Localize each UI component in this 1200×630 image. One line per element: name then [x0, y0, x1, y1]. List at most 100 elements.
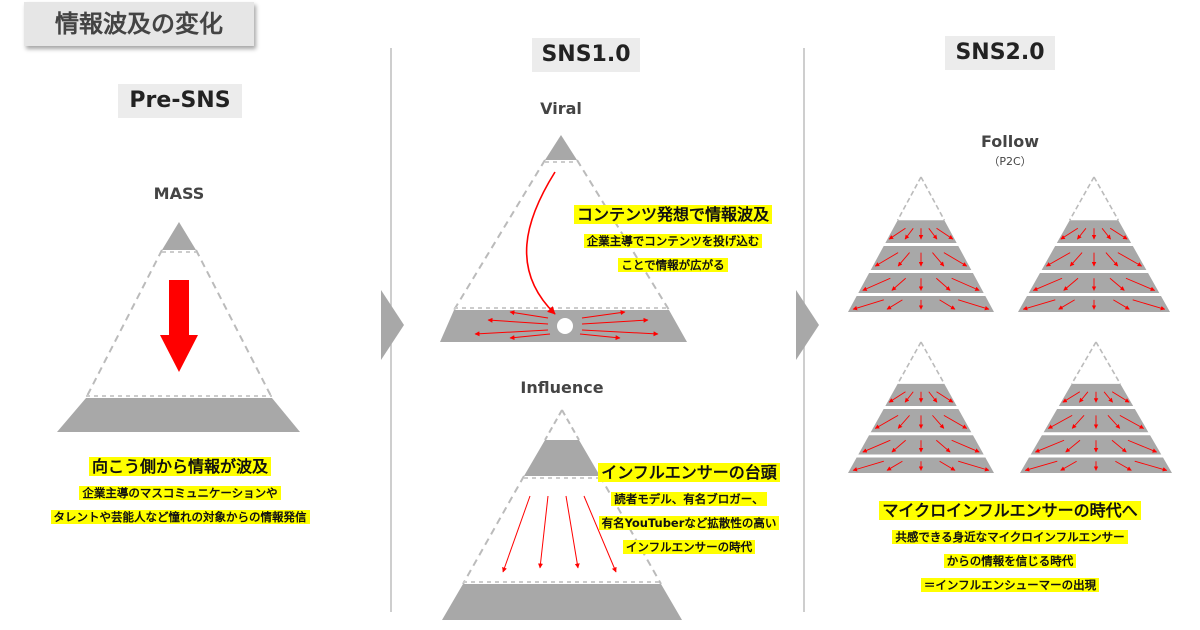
mass-pyramid [57, 222, 300, 432]
follow-arrow [1063, 277, 1079, 291]
viral-pyramid-apex [545, 135, 577, 160]
follow-arrow [939, 299, 956, 310]
note-viral: コンテンツ発想で情報波及 企業主導でコンテンツを投げ込む ことで情報が広がる [566, 204, 780, 274]
follow-arrow [897, 252, 910, 267]
note-viral-line: 企業主導でコンテンツを投げ込む [583, 234, 763, 248]
follow-arrow [1045, 252, 1071, 267]
follow-arrow [1062, 391, 1081, 403]
mass-pyramid-apex [162, 222, 196, 250]
follow-arrow [1132, 299, 1166, 311]
follow-arrow [891, 439, 906, 453]
title-box [24, 2, 254, 46]
follow-arrow [888, 227, 906, 240]
spread-arrow [581, 310, 626, 319]
mass-pyramid-left-edge [85, 249, 163, 399]
follow-arrow [1060, 460, 1077, 471]
follow-arrow [1047, 414, 1073, 429]
follow-arrow [1069, 252, 1083, 267]
follow-arrow [936, 439, 951, 453]
follow-pyramid-apex-edge [920, 176, 946, 221]
follow-arrow [939, 460, 956, 471]
label-follow-sub: （P2C） [988, 155, 1032, 168]
follow-arrow [936, 277, 951, 291]
follow-arrow [1032, 277, 1063, 291]
follow-pyramid-apex-edge [1093, 176, 1120, 221]
follow-arrow [852, 460, 884, 472]
follow-arrow [1058, 299, 1075, 310]
spread-arrow [579, 333, 621, 341]
influence-pyramid-left-edge [462, 475, 525, 585]
follow-arrow [932, 252, 945, 267]
follow-arrow [1024, 460, 1058, 472]
follow-arrow [886, 299, 903, 310]
influence-pyramid-apex-left [544, 409, 563, 441]
follow-arrow [1119, 414, 1145, 429]
influence-arrow [502, 495, 531, 573]
viral-pyramid-left-edge [453, 159, 546, 311]
spread-arrow [581, 329, 659, 337]
follow-arrow [1079, 391, 1089, 403]
note-influence-line: インフルエンサーの時代 [622, 540, 756, 554]
follow-arrow [1117, 252, 1143, 267]
note-sns2-headline: マイクロインフルエンサーの時代へ [879, 501, 1141, 520]
follow-pyramid-apex-edge [1068, 176, 1095, 221]
follow-arrow [1022, 299, 1056, 311]
follow-arrow [1103, 391, 1113, 403]
influence-arrow [565, 495, 580, 569]
follow-arrow [891, 277, 906, 291]
follow-arrow [928, 391, 938, 403]
follow-pyramid-apex-edge [896, 176, 922, 221]
viral-pyramid [440, 135, 687, 342]
label-influence: Influence [520, 378, 604, 397]
spread-arrow [581, 317, 649, 325]
influence-pyramid-apex-right [561, 409, 580, 441]
follow-arrow [874, 414, 899, 429]
follow-arrow [936, 227, 954, 240]
note-pre-sns-line: タレントや芸能人など憧れの対象からの情報発信 [50, 510, 310, 524]
mass-pyramid-right-edge [195, 249, 273, 399]
influence-pyramid-right-edge [599, 475, 662, 585]
follow-arrow [904, 228, 914, 240]
follow-arrow [928, 228, 938, 240]
follow-arrow [886, 460, 903, 471]
spread-arrow [509, 333, 551, 341]
viral-drop-point [557, 318, 573, 334]
follow-arrow [904, 391, 914, 403]
transition-arrow [381, 290, 404, 360]
note-influence-line: 読者モデル、有名ブロガー、 [611, 492, 767, 506]
follow-arrow [1065, 439, 1081, 453]
follow-arrow [1109, 227, 1128, 240]
follow-arrow [1071, 415, 1085, 429]
follow-arrow [951, 439, 980, 453]
note-sns2-line: 共感できる身近なマイクロインフルエンサー [892, 530, 1128, 544]
influence-pyramid [442, 409, 682, 620]
follow-arrow [932, 415, 945, 429]
follow-arrow [1111, 391, 1130, 403]
mass-pyramid-base [57, 398, 300, 432]
follow-arrow [888, 391, 906, 403]
note-pre-sns-headline: 向こう側から情報が波及 [88, 457, 271, 476]
follow-arrow [1105, 252, 1119, 267]
follow-arrow [897, 415, 910, 429]
follow-arrow [1060, 227, 1079, 240]
follow-arrow [862, 277, 891, 291]
follow-arrow [1113, 299, 1130, 310]
note-sns2-line: からの情報を信じる時代 [943, 554, 1077, 568]
note-viral-line: ことで情報が広がる [618, 258, 728, 272]
transition-arrow [796, 290, 819, 360]
follow-arrow [958, 460, 990, 472]
era-label-sns2: SNS2.0 [945, 36, 1055, 70]
follow-pyramid-apex-edge [1095, 341, 1122, 385]
follow-arrow [1125, 277, 1156, 291]
note-pre-sns-line: 企業主導のマスコミュニケーションや [79, 486, 281, 500]
label-mass: MASS [153, 184, 205, 203]
note-sns2-line: ＝インフルエンシューマーの出現 [920, 578, 1100, 592]
note-sns2: マイクロインフルエンサーの時代へ 共感できる身近なマイクロインフルエンサー から… [850, 500, 1170, 594]
influence-pyramid-influencer-layer [524, 440, 600, 476]
influence-arrow [583, 495, 617, 573]
follow-pyramid-apex-edge [896, 341, 922, 385]
note-influence: インフルエンサーの台頭 読者モデル、有名ブロガー、 有名YouTuberなど拡散… [586, 462, 792, 556]
note-viral-headline: コンテンツ発想で情報波及 [573, 205, 772, 224]
follow-arrow [1077, 228, 1087, 240]
